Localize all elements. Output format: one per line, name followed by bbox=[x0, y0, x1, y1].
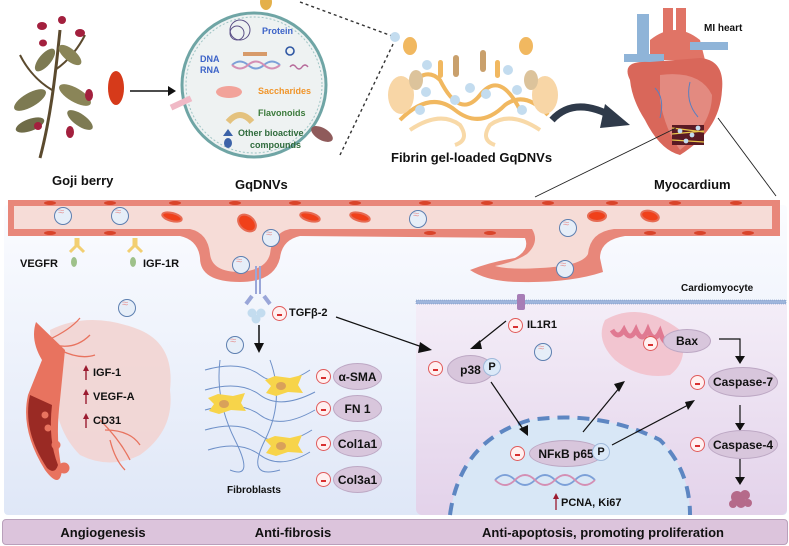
mi-heart-label: MI heart bbox=[704, 23, 743, 34]
gqdnvs-label: GqDNVs bbox=[235, 177, 288, 192]
col1a1-inhibit-icon bbox=[316, 436, 331, 451]
igf1-marker: IGF-1 bbox=[93, 367, 122, 379]
cardiomyocyte-label: Cardiomyocyte bbox=[681, 283, 754, 294]
fibrin-gel-label: Fibrin gel-loaded GqDNVs bbox=[391, 150, 553, 165]
gqdnv-vesicle bbox=[409, 209, 427, 228]
gqdnv-vesicle bbox=[54, 206, 72, 225]
fn1-marker: FN 1 bbox=[333, 395, 382, 422]
protein-label: Protein bbox=[262, 26, 294, 36]
bax-inhibit-icon bbox=[643, 336, 658, 351]
tgfb2-inhibit-icon bbox=[272, 306, 287, 321]
caspase4-inhibit-icon bbox=[690, 437, 705, 452]
caspase7-node: Caspase-7 bbox=[708, 367, 778, 397]
nfkb-inhibit-icon bbox=[510, 446, 525, 461]
asma-inhibit-icon bbox=[316, 369, 331, 384]
il1r1-inhibit-icon bbox=[508, 318, 523, 333]
goji-berry-label: Goji berry bbox=[52, 173, 114, 188]
pcna-ki67-label: PCNA, Ki67 bbox=[561, 497, 622, 509]
myocardium-label: Myocardium bbox=[654, 177, 731, 192]
cd31-marker: CD31 bbox=[93, 415, 122, 427]
flavonoids-label: Flavonoids bbox=[258, 108, 306, 118]
dna-label: DNA bbox=[200, 54, 220, 64]
anti-fibrosis-section-label: Anti-fibrosis bbox=[254, 524, 332, 540]
bax-node: Bax bbox=[663, 329, 711, 353]
p38-inhibit-icon bbox=[428, 361, 443, 376]
gqdnv-vesicle bbox=[232, 255, 250, 274]
gqdnv-vesicle bbox=[534, 342, 552, 361]
fibroblasts-label: Fibroblasts bbox=[227, 485, 281, 496]
caspase7-inhibit-icon bbox=[690, 375, 705, 390]
asma-marker: α-SMA bbox=[333, 363, 382, 390]
tgfb2-label: TGFβ-2 bbox=[289, 307, 328, 319]
il1r1-label: IL1R1 bbox=[527, 319, 557, 331]
igf1r-label: IGF-1R bbox=[143, 258, 180, 270]
gqdnv-vesicle bbox=[559, 218, 577, 237]
fibrin-gel-illustration bbox=[388, 37, 558, 147]
nfkb-phospho-badge: P bbox=[592, 443, 610, 461]
other-bioactive-label: Other bioactive bbox=[238, 128, 304, 138]
vegfa-marker: VEGF-A bbox=[93, 391, 135, 403]
col1a1-marker: Col1a1 bbox=[333, 430, 382, 457]
gqdnv-vesicle bbox=[226, 335, 244, 354]
bottom-category-bar: Angiogenesis Anti-fibrosis Anti-apoptosi… bbox=[2, 519, 788, 545]
nfkb-p65-node: NFκB p65 bbox=[529, 440, 603, 467]
cardiomyocyte-panel bbox=[416, 300, 787, 515]
vegfr-label: VEGFR bbox=[20, 258, 58, 270]
goji-berry-fruit bbox=[108, 71, 124, 105]
fn1-inhibit-icon bbox=[316, 401, 331, 416]
angiogenesis-section-label: Angiogenesis bbox=[60, 524, 146, 540]
gqdnv-vesicle bbox=[262, 228, 280, 247]
compounds-label: compounds bbox=[250, 140, 301, 150]
col3a1-inhibit-icon bbox=[316, 472, 331, 487]
anti-apoptosis-section-label: Anti-apoptosis, promoting proliferation bbox=[482, 524, 724, 540]
gqdnv-vesicle bbox=[556, 259, 574, 278]
col3a1-marker: Col3a1 bbox=[333, 466, 382, 493]
gqdnv-vesicle bbox=[111, 206, 129, 225]
caspase4-node: Caspase-4 bbox=[708, 430, 778, 459]
p38-phospho-badge: P bbox=[483, 358, 501, 376]
gqdnv-vesicle bbox=[118, 298, 136, 317]
rna-label: RNA bbox=[200, 65, 220, 75]
saccharides-label: Saccharides bbox=[258, 86, 312, 96]
